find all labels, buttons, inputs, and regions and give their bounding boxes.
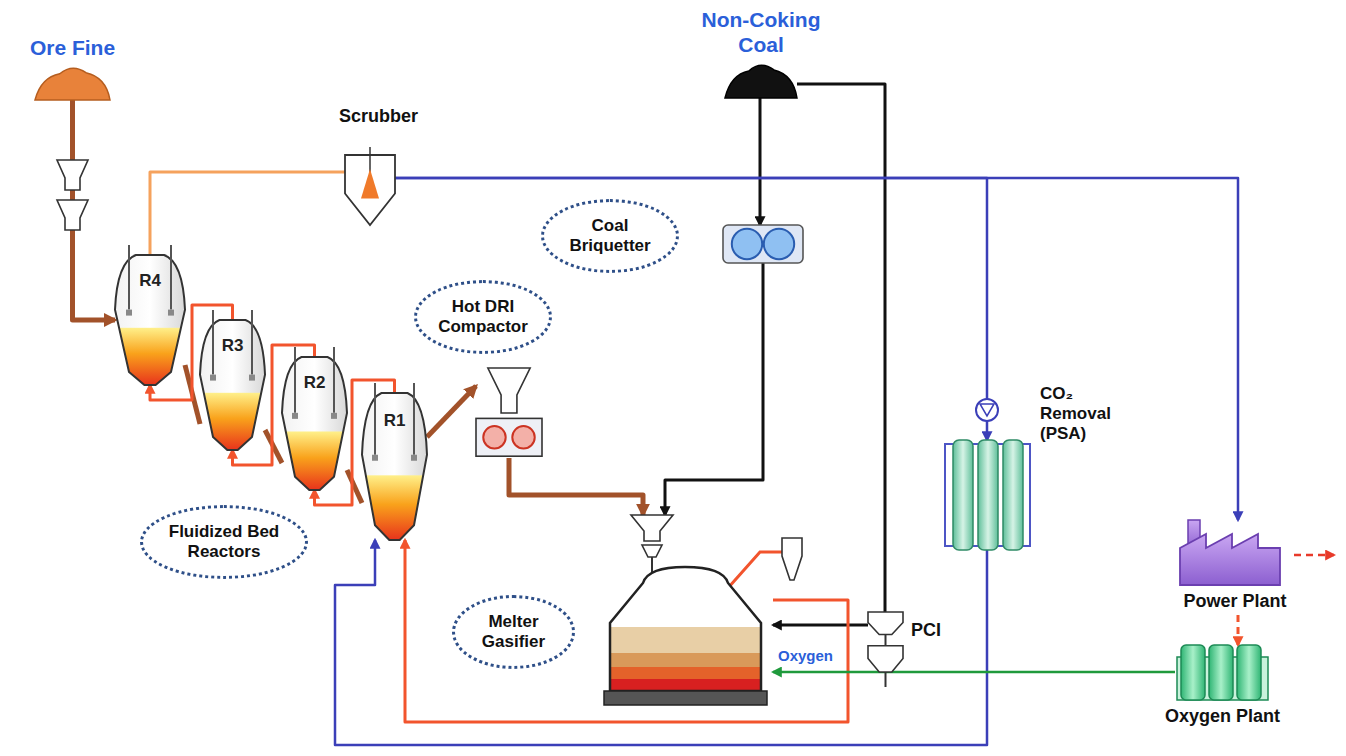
shape-outline: [282, 347, 347, 490]
callout-ellipse: Fluidized Bed Reactors: [140, 505, 308, 580]
callout-text: Melter Gasifier: [452, 595, 575, 669]
melter-gasifier-vessel: Melter Gasifier: [598, 515, 773, 707]
shape-outline: [200, 310, 265, 450]
flow-line: [1237, 615, 1240, 645]
flow-line: [405, 540, 848, 722]
callout-text: Coal Briquetter: [541, 199, 679, 273]
pci-hoppers: PCI: [868, 612, 903, 687]
reactor-number: R1: [362, 411, 427, 431]
reactor-number: R4: [115, 271, 185, 291]
briquetter-unit: Coal Briquetter: [723, 225, 803, 263]
callout-text: Fluidized Bed Reactors: [140, 505, 308, 579]
cyclone-symbol: [728, 538, 802, 588]
flow-line: [335, 540, 987, 745]
shape-outline: [598, 515, 773, 705]
flow-line: [665, 263, 763, 515]
shape-outline: [945, 440, 1030, 550]
scrubber-unit-drawing: [345, 155, 395, 225]
flow-line: [427, 386, 476, 437]
flow-line: [773, 671, 1175, 674]
flow-line: [347, 470, 362, 503]
psa-unit-drawing: [945, 440, 1030, 550]
compressor-symbol: [976, 399, 998, 421]
stream-label: Oxygen: [778, 647, 833, 665]
flow-line: [797, 84, 885, 612]
material-label: Ore Fine: [30, 36, 115, 61]
pci-hoppers-drawing: [868, 612, 903, 687]
psa-unit: CO₂ Removal (PSA): [945, 440, 1030, 550]
feed-hoppers: [57, 160, 88, 230]
shape-outline: [362, 383, 427, 540]
unit-label: CO₂ Removal (PSA): [1040, 384, 1120, 444]
oxygen-plant-icon-drawing: [1175, 645, 1270, 700]
melter-gasifier-vessel-drawing: [598, 515, 773, 707]
hopper-symbol: [57, 200, 88, 230]
reactor-number: R3: [200, 336, 265, 356]
compactor-unit-drawing: [476, 368, 542, 458]
shape-outline: [35, 68, 110, 100]
unit-label: Oxygen Plant: [1165, 706, 1280, 727]
coal-pile-drawing: [725, 62, 797, 98]
export-arrow: [1294, 554, 1334, 557]
shape-outline: [723, 225, 803, 263]
flow-line: [395, 178, 987, 440]
unit-label: PCI: [911, 620, 941, 641]
shape-outline: [345, 147, 395, 225]
reactor-vessel: R1: [362, 393, 427, 540]
ore-pile: Ore Fine: [35, 65, 110, 100]
power-plant-icon: Power Plant: [1180, 520, 1290, 615]
callout-text: Hot DRI Compactor: [414, 280, 552, 354]
flow-line: [150, 172, 345, 255]
unit-label: Power Plant: [1183, 591, 1286, 612]
hopper-symbol: [57, 160, 88, 190]
flow-line: [759, 98, 762, 225]
power-plant-icon-drawing: [1180, 520, 1290, 585]
reactor-vessel: R3: [200, 320, 265, 450]
material-label: Non-Coking Coal: [696, 8, 826, 58]
flow-line: [773, 624, 868, 627]
reactor-vessel: R4: [115, 255, 185, 385]
flow-line: [509, 458, 643, 515]
unit-label: Scrubber: [339, 106, 418, 127]
shape-outline: [1177, 645, 1268, 700]
shape-outline: [1180, 520, 1280, 585]
shape-outline: [115, 245, 185, 385]
scrubber-unit: Scrubber: [345, 155, 395, 225]
reactor-vessel: R2: [282, 357, 347, 490]
reactor-number: R2: [282, 373, 347, 393]
coal-pile: Non-Coking Coal: [725, 62, 797, 98]
shape-outline: [725, 65, 797, 98]
oxygen-plant-icon: Oxygen Plant: [1175, 645, 1270, 730]
shape-outline: [476, 368, 542, 456]
compactor-unit: Hot DRI Compactor: [476, 368, 542, 458]
shape-outline: [868, 612, 903, 687]
briquetter-unit-drawing: [723, 225, 803, 263]
ore-pile-drawing: [35, 65, 110, 100]
flow-line: [395, 178, 1238, 520]
